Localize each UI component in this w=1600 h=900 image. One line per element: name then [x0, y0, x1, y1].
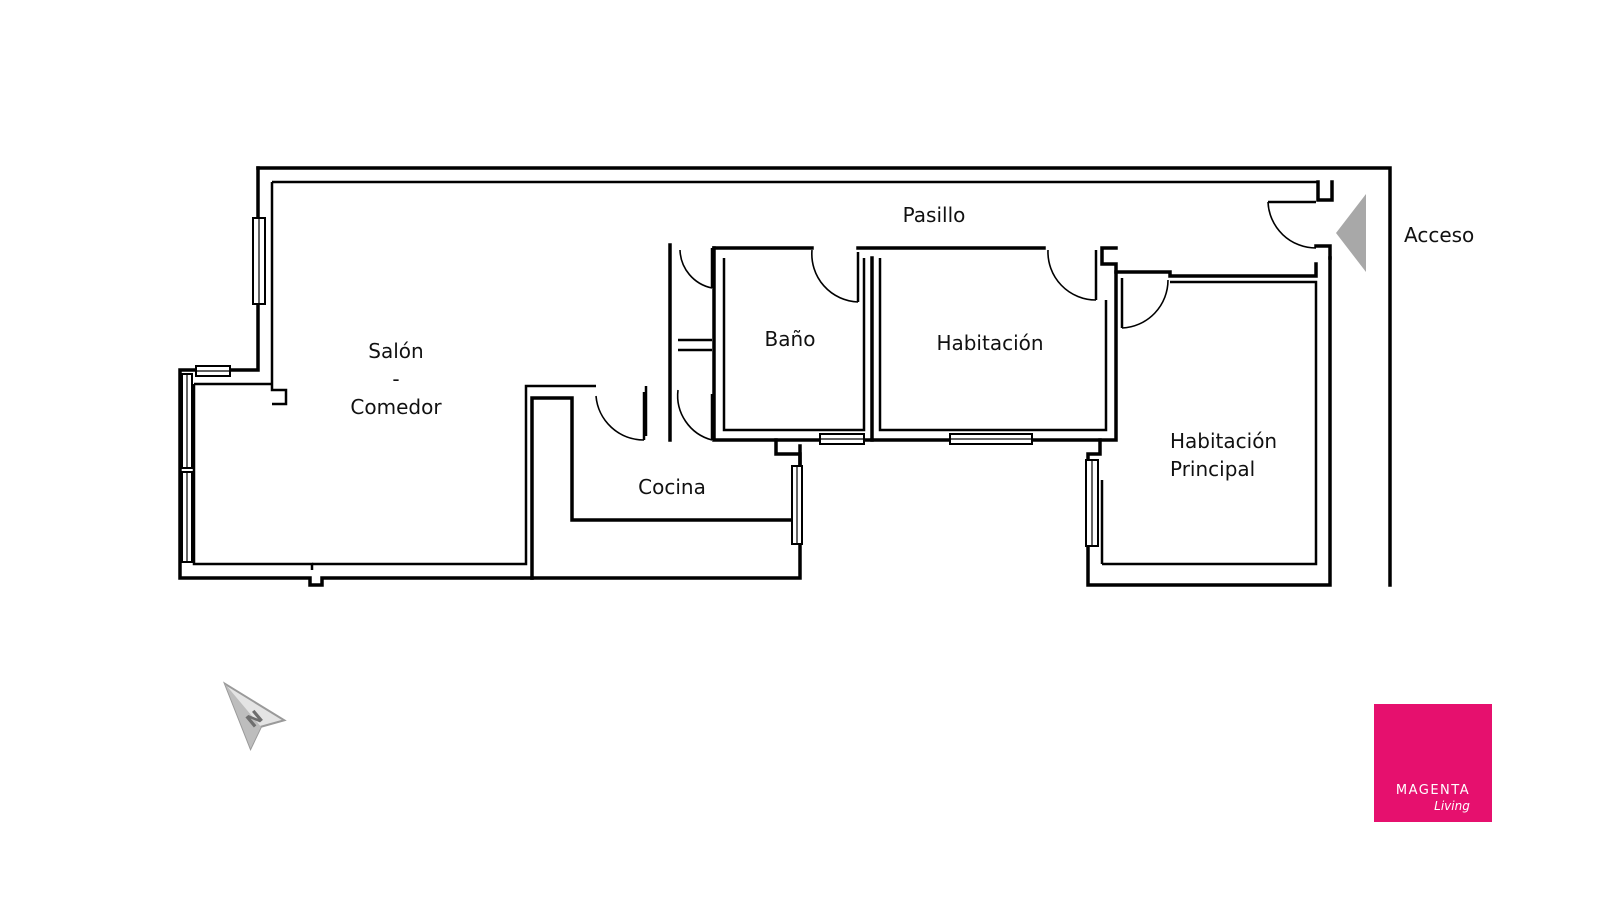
entrance-jamb-bottom: [1314, 244, 1332, 260]
kitchen-outer-wall: [530, 396, 792, 580]
kitchen-corner-stub: [774, 438, 802, 468]
top-right-outer-wall: [256, 166, 1392, 587]
bathroom-inner-walls: [722, 258, 866, 432]
main-bedroom-top-wall: [1114, 262, 1318, 278]
bedroom-outer-walls: [870, 246, 1118, 442]
salon-outer-wall: [178, 166, 534, 587]
entrance-arrow-icon: [1336, 194, 1366, 272]
main-bedroom-door: [1120, 278, 1169, 329]
label-pasillo: Pasillo: [903, 203, 966, 227]
logo-sub: Living: [1434, 799, 1470, 813]
label-comedor: Comedor: [350, 395, 442, 419]
closet-door-lower: [676, 389, 714, 441]
main-bedroom-outer-walls: [1086, 256, 1332, 587]
north-arrow-icon: N: [222, 681, 287, 752]
interior-walls: [644, 180, 1334, 587]
label-acceso: Acceso: [1404, 223, 1474, 247]
logo-brand: MAGENTA: [1396, 783, 1470, 798]
windows: [181, 217, 1099, 563]
main-bedroom-inner-walls: [1102, 280, 1318, 566]
bedroom-inner-walls: [878, 258, 1108, 432]
label-bano: Baño: [765, 327, 816, 351]
label-salon: Salón: [368, 339, 423, 363]
entrance-jamb-top: [1316, 180, 1334, 202]
kitchen-door: [595, 392, 646, 441]
salon-kitchen-wall: [312, 384, 596, 566]
salon-bay-inner-wall-2: [192, 384, 314, 570]
outer-walls: [178, 166, 1392, 587]
bathroom-outer-walls: [712, 246, 874, 442]
label-habitacion-principal-1: Habitación: [1170, 429, 1277, 453]
room-labels: Pasillo Acceso Salón - Comedor Baño Habi…: [350, 203, 1474, 499]
bedroom-door: [1047, 249, 1098, 301]
label-habitacion: Habitación: [936, 331, 1043, 355]
label-cocina: Cocina: [638, 475, 706, 499]
entrance-door: [1267, 200, 1317, 249]
logo-background: [1374, 704, 1492, 822]
bathroom-door: [811, 249, 860, 303]
magenta-living-logo: MAGENTA Living: [1374, 704, 1492, 822]
doors: [595, 200, 1317, 441]
label-salon-dash: -: [392, 367, 399, 391]
salon-inner-wall: [270, 182, 288, 406]
label-habitacion-principal-2: Principal: [1170, 457, 1255, 481]
closet-door-upper: [679, 248, 714, 289]
